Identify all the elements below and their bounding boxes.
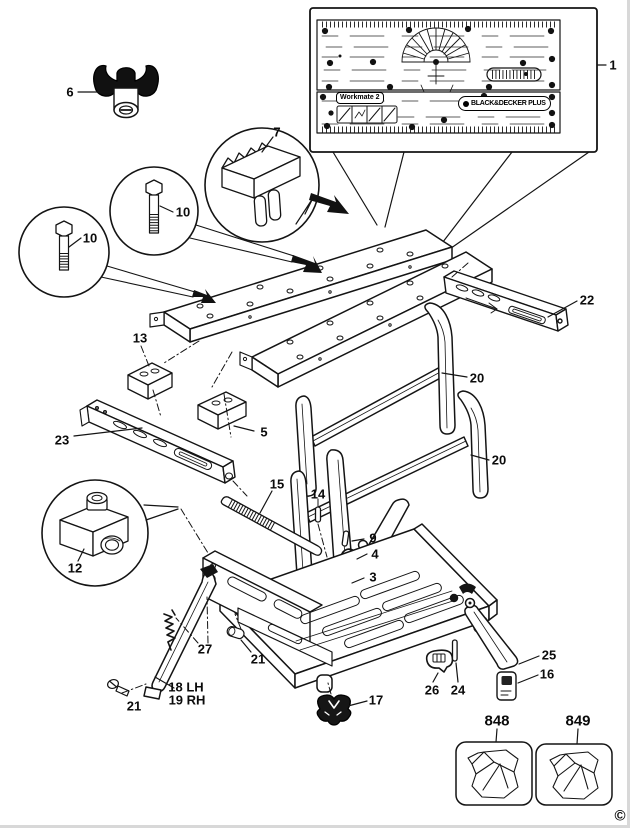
rail-22 <box>443 270 569 332</box>
inset-panel-worktop <box>309 7 598 254</box>
pin-24 <box>451 639 458 662</box>
pin-9 <box>341 530 350 547</box>
callout-18-lh: 18 LH <box>168 679 204 695</box>
clip-26 <box>425 649 454 673</box>
callout-15: 15 <box>269 476 285 492</box>
callout-26: 26 <box>424 682 440 698</box>
callout-10-upper: 10 <box>175 204 191 220</box>
callout-20-lower: 20 <box>491 452 507 468</box>
vernier-slider <box>486 67 542 82</box>
callout-14: 14 <box>310 486 326 502</box>
foot-17 <box>316 694 352 726</box>
peg-holes-lower <box>319 92 556 131</box>
workmate-nameplate: Workmate 2 <box>336 92 384 104</box>
pointer-arrows <box>192 193 349 303</box>
brand-dot-icon <box>463 100 469 107</box>
threaded-rod-15 <box>220 496 323 556</box>
callout-5: 5 <box>260 424 268 440</box>
swivel-peg-6 <box>93 64 159 119</box>
callout-1: 1 <box>609 57 617 73</box>
callout-25: 25 <box>541 647 557 663</box>
parts-bag-box-848 <box>455 741 533 806</box>
balloon-funnel-lines <box>100 224 295 298</box>
callout-6: 6 <box>66 84 74 100</box>
jaw-block-13 <box>127 362 173 400</box>
balloon-12 <box>41 479 179 587</box>
callout-848: 848 <box>484 712 510 730</box>
callout-27: 27 <box>197 641 213 657</box>
screw-21 <box>107 678 130 697</box>
pin-21 <box>226 626 245 640</box>
callout-13: 13 <box>132 330 148 346</box>
inset-funnel-lines <box>332 151 590 254</box>
callout-12: 12 <box>67 560 83 576</box>
brand-text: BLACK&DECKER PLUS <box>471 100 546 107</box>
construction-lines <box>121 262 469 695</box>
jaw-block-5 <box>197 391 247 430</box>
protractor <box>401 27 471 122</box>
callout-3: 3 <box>369 569 377 585</box>
callout-22: 22 <box>579 292 595 308</box>
callout-23: 23 <box>54 432 70 448</box>
callout-849: 849 <box>565 712 591 730</box>
callout-7: 7 <box>273 124 281 140</box>
balloon-10-upper <box>109 166 199 256</box>
rail-23 <box>79 399 236 484</box>
spring-27 <box>163 609 176 651</box>
parts-bag-box-849 <box>535 743 613 806</box>
callout-19-rh: 19 RH <box>168 692 206 708</box>
balloon-10-lower <box>18 206 110 298</box>
callout-10-lower: 10 <box>82 230 98 246</box>
pin-14 <box>314 506 322 523</box>
callout-17: 17 <box>368 692 384 708</box>
callout-20-upper: 20 <box>469 370 485 386</box>
callout-16: 16 <box>539 666 555 682</box>
leg-18-19 <box>143 564 218 700</box>
callout-9: 9 <box>369 530 377 546</box>
instruction-icons <box>336 105 398 124</box>
leader-lines <box>68 64 607 745</box>
leg-frame-20-upper <box>295 302 456 497</box>
balloon-7 <box>204 127 320 243</box>
callout-21-left: 21 <box>126 698 142 714</box>
copyright-mark: © <box>614 807 626 825</box>
callout-4: 4 <box>371 546 379 562</box>
callout-21-center: 21 <box>250 651 266 667</box>
peg-holes-upper <box>321 25 556 91</box>
tread-pattern <box>295 570 464 651</box>
badge-16 <box>496 671 517 701</box>
brand-nameplate: BLACK&DECKER PLUS <box>458 96 551 111</box>
leg-25 <box>464 597 519 670</box>
callout-24: 24 <box>450 682 466 698</box>
